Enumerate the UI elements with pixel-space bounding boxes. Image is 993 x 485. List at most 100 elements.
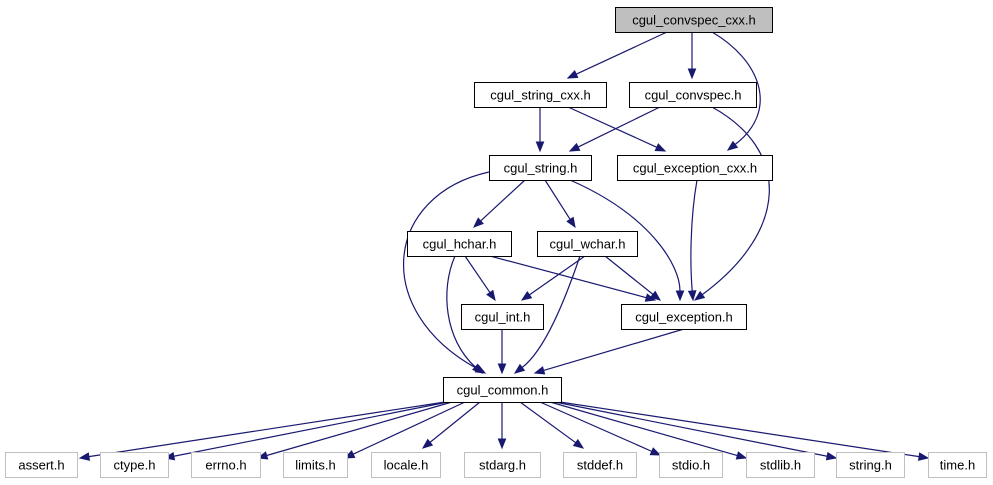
arrow-head-icon	[687, 68, 697, 80]
edge-common-to-time	[559, 401, 930, 461]
edge-common-to-assert	[78, 401, 446, 461]
edge-line	[539, 401, 653, 452]
arrow-head-icon	[825, 451, 838, 461]
edge-int-to-common	[497, 329, 507, 375]
edge-convspec_cxx-to-exception_cxx	[711, 31, 761, 151]
node-convspec[interactable]: cgul_convspec.h	[629, 82, 757, 108]
node-box[interactable]	[443, 377, 562, 403]
edge-line	[543, 328, 685, 372]
edges-layer	[78, 31, 930, 461]
node-box[interactable]	[489, 155, 592, 181]
node-box	[191, 452, 261, 478]
node-box[interactable]	[461, 304, 544, 330]
node-stdarg: stdarg.h	[464, 452, 541, 478]
arrow-head-icon	[572, 438, 585, 449]
node-label: cgul_common.h	[457, 383, 549, 398]
node-stdlib: stdlib.h	[746, 452, 815, 478]
node-box[interactable]	[537, 231, 638, 257]
edge-string-to-exception	[569, 179, 685, 302]
node-label: stdarg.h	[479, 458, 526, 473]
node-label: errno.h	[205, 458, 246, 473]
node-box	[5, 452, 78, 478]
arrow-head-icon	[649, 447, 662, 456]
edge-common-to-string_h	[554, 401, 838, 461]
node-box[interactable]	[474, 82, 607, 108]
arrow-head-icon	[726, 140, 739, 151]
node-box	[746, 452, 815, 478]
node-label: assert.h	[18, 458, 64, 473]
edge-hchar-to-common	[446, 255, 484, 374]
arrow-head-icon	[687, 290, 697, 302]
node-int[interactable]: cgul_int.h	[461, 304, 544, 330]
edge-common-to-stdio	[539, 401, 662, 456]
edge-hchar-to-int	[464, 255, 496, 302]
node-convspec-cxx[interactable]: cgul_convspec_cxx.h	[615, 7, 773, 33]
edge-wchar-to-int	[520, 255, 586, 301]
edge-common-to-stddef	[519, 401, 585, 449]
edge-line	[266, 401, 453, 457]
node-label: cgul_hchar.h	[423, 237, 497, 252]
edge-wchar-to-common	[513, 255, 581, 374]
node-stdio: stdio.h	[659, 452, 723, 478]
edge-line	[711, 31, 761, 145]
node-label: cgul_string.h	[504, 161, 578, 176]
arrow-head-icon	[566, 216, 576, 229]
node-label: cgul_wchar.h	[550, 237, 626, 252]
edge-line	[690, 179, 698, 292]
arrow-head-icon	[473, 217, 484, 228]
node-string[interactable]: cgul_string.h	[489, 155, 592, 181]
edge-line	[559, 401, 920, 458]
node-errno: errno.h	[191, 452, 261, 478]
node-box[interactable]	[407, 231, 512, 257]
node-hchar[interactable]: cgul_hchar.h	[407, 231, 512, 257]
edge-line	[577, 106, 661, 148]
edge-line	[480, 179, 526, 222]
node-assert: assert.h	[5, 452, 78, 478]
edge-line	[521, 255, 581, 368]
node-box	[100, 452, 169, 478]
edge-string-to-hchar	[473, 179, 526, 228]
node-label: string.h	[849, 458, 892, 473]
node-string-h: string.h	[836, 452, 905, 478]
node-box	[371, 452, 441, 478]
edge-line	[173, 401, 449, 457]
node-exception[interactable]: cgul_exception.h	[621, 304, 747, 330]
node-box[interactable]	[629, 82, 757, 108]
node-label: stddef.h	[577, 458, 623, 473]
node-box	[563, 452, 637, 478]
edge-common-to-locale	[421, 401, 481, 449]
arrow-head-icon	[520, 291, 533, 301]
arrow-head-icon	[568, 142, 581, 152]
edge-convspec_cxx-to-convspec	[687, 32, 697, 80]
node-common[interactable]: cgul_common.h	[443, 377, 562, 403]
node-label: stdio.h	[672, 458, 710, 473]
node-limits: limits.h	[283, 452, 348, 478]
edge-line	[544, 179, 571, 220]
node-box[interactable]	[621, 304, 747, 330]
edge-line	[529, 255, 586, 296]
edge-string-to-wchar	[544, 179, 576, 229]
node-label: cgul_convspec.h	[645, 88, 742, 103]
edge-line	[464, 255, 491, 293]
node-label: cgul_string_cxx.h	[490, 88, 590, 103]
edge-line	[519, 401, 577, 444]
edge-line	[88, 401, 446, 458]
edge-common-to-stdarg	[497, 402, 507, 450]
node-box[interactable]	[615, 7, 773, 33]
node-box[interactable]	[617, 155, 773, 181]
node-label: limits.h	[295, 458, 335, 473]
arrow-head-icon	[917, 452, 930, 461]
node-exception-cxx[interactable]: cgul_exception_cxx.h	[617, 155, 773, 181]
node-wchar[interactable]: cgul_wchar.h	[537, 231, 638, 257]
arrow-head-icon	[421, 438, 434, 449]
node-string-cxx[interactable]: cgul_string_cxx.h	[474, 82, 607, 108]
edge-line	[352, 401, 466, 455]
arrow-head-icon	[486, 289, 496, 302]
edge-line	[446, 255, 476, 368]
node-box	[659, 452, 723, 478]
edge-convspec_cxx-to-string_cxx	[566, 31, 668, 79]
arrow-head-icon	[649, 290, 662, 301]
arrow-head-icon	[513, 363, 526, 374]
node-label: cgul_exception_cxx.h	[633, 161, 757, 176]
arrow-head-icon	[693, 290, 706, 301]
